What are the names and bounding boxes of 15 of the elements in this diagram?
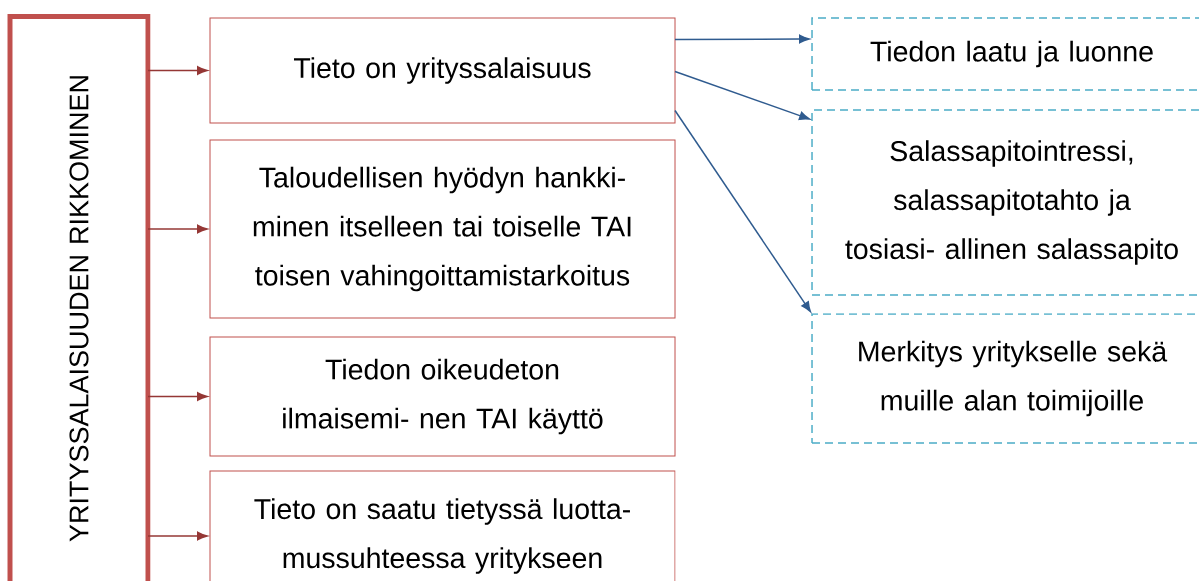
arrow [147,531,208,541]
arrow [674,70,810,121]
arrow [147,66,208,75]
title-box: YRITYSSALAISUUDEN RIKKOMINEN [7,14,151,581]
arrow [147,224,208,234]
detail-box: Salassapitointressi, salassapitotahto ja tosiasi- allinen salassapito [811,109,1199,296]
arrow [674,34,810,44]
criterion-box: Tiedon oikeudeton ilmaisemi- nen TAI käyttö [209,336,676,457]
criterion-box: Tieto on yrityssalaisuus [209,17,676,124]
criterion-box: Tieto on saatu tietyssä luotta- mussuhteessa yritykseen [209,470,676,581]
detail-box: Tiedon laatu ja luonne [811,17,1199,91]
arrow [674,109,812,313]
arrow [147,392,208,401]
criterion-box: Taloudellisen hyödyn hankki- minen itselleen tai toiselle TAI toisen vahingoittamistarkoitus [209,139,676,319]
detail-box: Merkitys yritykselle sekä muille alan toimijoille [811,313,1199,444]
